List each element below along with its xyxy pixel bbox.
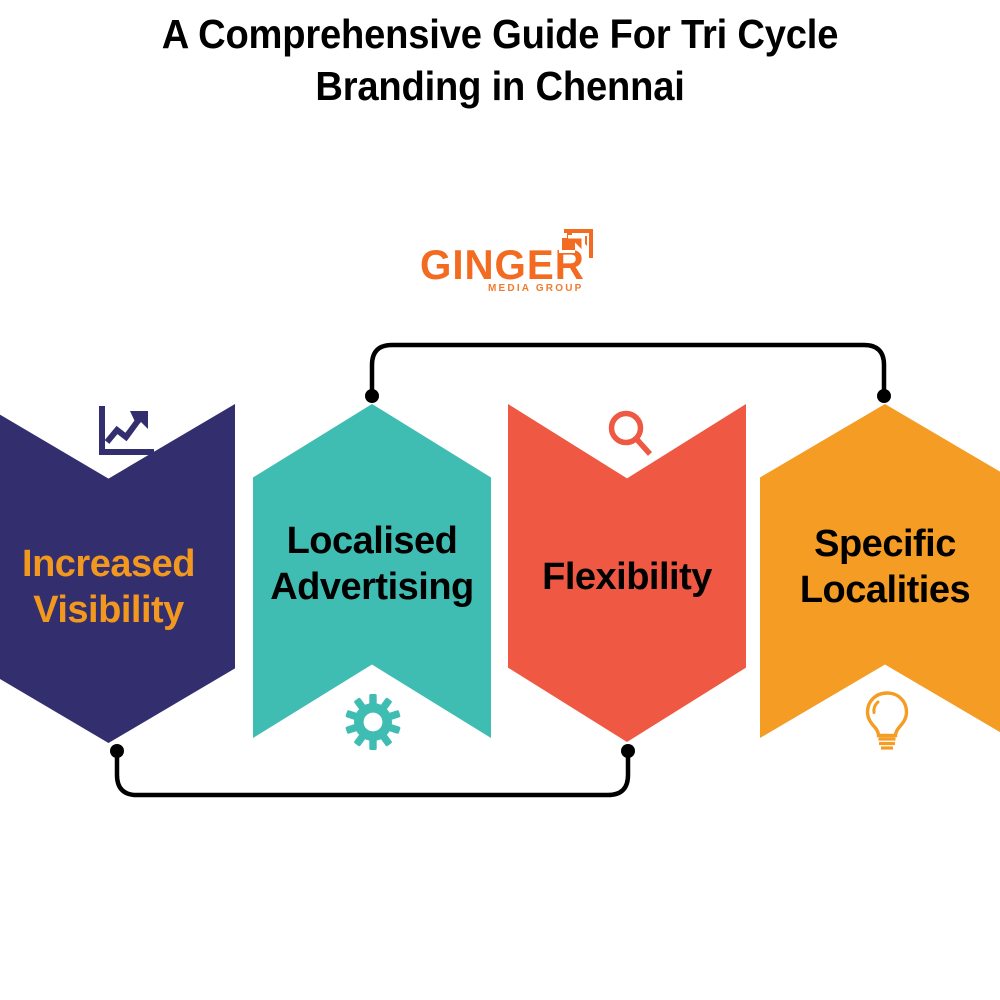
ribbon-label-line-2: Advertising: [270, 566, 474, 608]
gear-icon: [345, 694, 401, 750]
flexibility-ribbon[interactable]: Flexibility: [508, 404, 746, 742]
nested-square-arrow-icon: [557, 222, 597, 260]
ribbon-label-line-1: Flexibility: [542, 556, 712, 598]
ribbon-label: Increased Visibility: [0, 541, 235, 633]
ribbon-label-line-1: Increased: [22, 542, 195, 585]
lightbulb-icon: [861, 690, 913, 752]
increased-visibility-ribbon[interactable]: Increased Visibility: [0, 404, 235, 743]
ribbon-label: Flexibility: [508, 554, 746, 600]
specific-localities-ribbon[interactable]: Specific Localities: [760, 404, 1000, 738]
ribbon-label-line-1: Specific: [814, 523, 956, 565]
ribbon-label: Specific Localities: [760, 521, 1000, 613]
ribbon-label-line-2: Localities: [799, 569, 971, 611]
ribbon-label-line-2: Visibility: [33, 588, 184, 631]
page-title-line-2: Branding in Chennai: [315, 63, 685, 109]
ribbon-label-line-1: Localised: [286, 520, 458, 562]
magnifier-icon: [605, 408, 657, 460]
localised-advertising-ribbon[interactable]: Localised Advertising: [253, 404, 491, 738]
ginger-media-group-logo: GINGER MEDIA GROUP: [420, 222, 610, 302]
page-title-line-1: A Comprehensive Guide For Tri Cycle: [161, 11, 839, 57]
trending-up-chart-icon: [98, 405, 155, 458]
logo-tagline: MEDIA GROUP: [488, 283, 584, 294]
page-title: A Comprehensive Guide For Tri Cycle Bran…: [0, 8, 1000, 112]
logo-wordmark: GINGER: [420, 241, 585, 288]
ribbon-label: Localised Advertising: [253, 518, 491, 610]
